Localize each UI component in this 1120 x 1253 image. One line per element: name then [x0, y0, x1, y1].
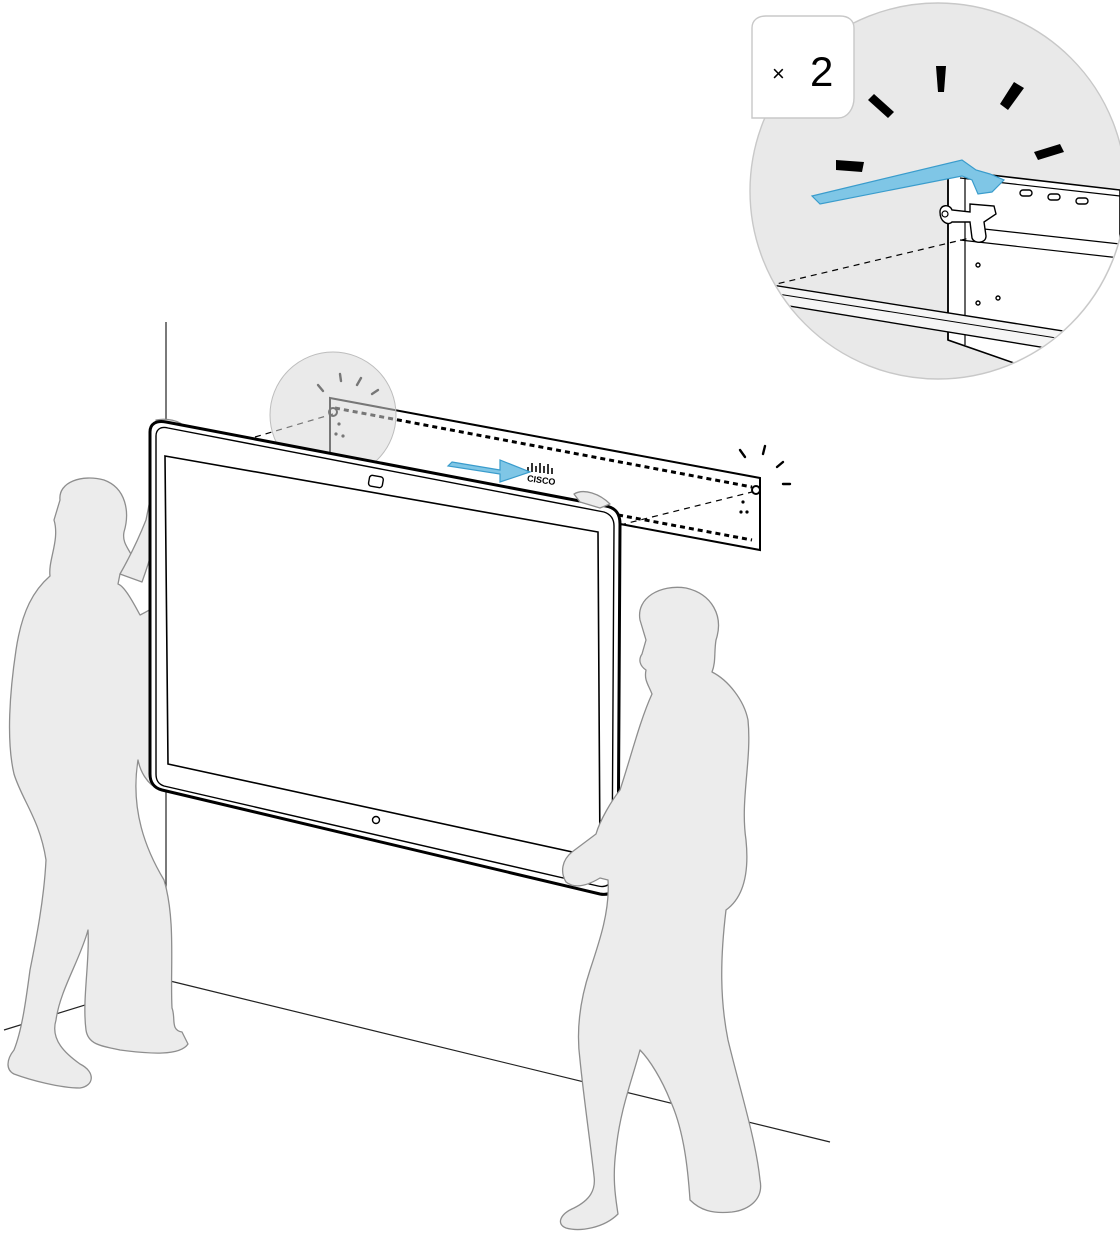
quantity-badge: × 2 — [752, 16, 854, 118]
quantity-count: 2 — [810, 48, 833, 95]
multiplier-symbol: × — [772, 61, 785, 86]
